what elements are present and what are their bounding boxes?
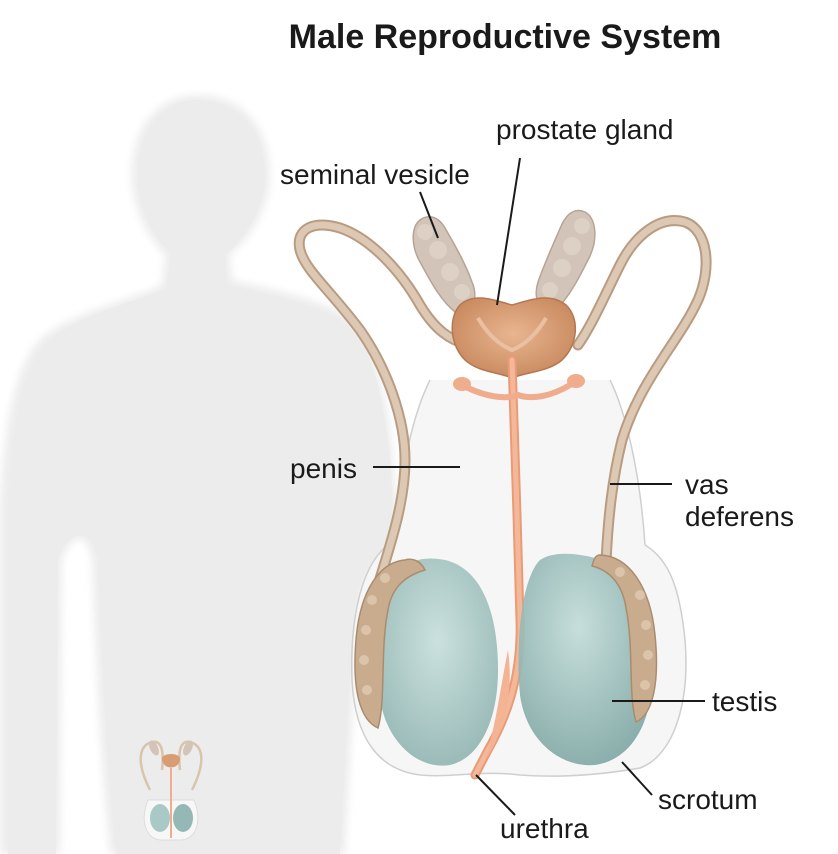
label-penis: penis (290, 453, 357, 484)
vas-deferens-left (293, 219, 474, 591)
label-vas-deferens-line1: vas (685, 469, 729, 500)
epididymis-left (354, 558, 427, 730)
label-seminal-vesicle: seminal vesicle (280, 159, 470, 190)
testis-right (518, 553, 652, 766)
seminal-vesicle-leader (419, 191, 439, 239)
seminal-vesicle-right (535, 209, 596, 313)
urethra (453, 355, 585, 780)
seminal-vesicle-left (412, 215, 476, 315)
prostate-gland (451, 297, 577, 379)
testis-left (376, 558, 498, 766)
body-silhouette (0, 95, 400, 854)
label-urethra: urethra (500, 813, 589, 844)
label-scrotum: scrotum (658, 784, 758, 815)
prostate-gland-leader (496, 157, 521, 306)
label-testis: testis (712, 686, 777, 717)
label-vas-deferens-line2: deferens (685, 501, 794, 532)
epididymis-right (591, 554, 658, 724)
mini-reproductive-inset (139, 740, 203, 841)
label-prostate-gland: prostate gland (496, 114, 673, 145)
urethra-leader (475, 774, 516, 816)
diagram-title: Male Reproductive System (289, 18, 722, 56)
scrotum-leader (621, 761, 653, 796)
vas-deferens-right (572, 215, 712, 568)
